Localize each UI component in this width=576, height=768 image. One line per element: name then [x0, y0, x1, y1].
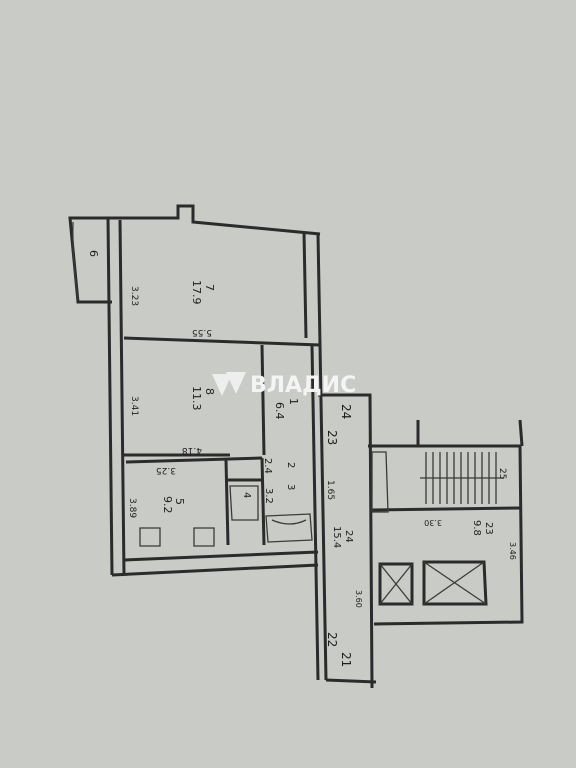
room-25-number: 25	[497, 468, 507, 479]
dim-r23-top: 3.30	[424, 518, 442, 527]
dim-r5-top: 3.25	[156, 465, 176, 475]
dim-r8-length: 4.18	[182, 445, 202, 455]
room-7-number: 7	[203, 284, 216, 291]
room-24-area: 15.4	[331, 526, 342, 548]
watermark-logo	[212, 372, 246, 396]
room-4-number: 4	[241, 492, 252, 498]
dimension-labels: 3.23 5.55 3.41 4.18 3.25 3.89 1.65 3.30 …	[127, 286, 517, 608]
room-2-area: 2.4	[262, 458, 273, 474]
dim-corridor: 1.65	[325, 480, 335, 500]
apartment-walls	[106, 204, 328, 681]
room-labels: 6 7 17.9 8 11.3 1 6.4 2 2.4 3 3.2 4 5 9.…	[87, 250, 507, 548]
mark-21: 21	[339, 652, 353, 667]
dim-r7-width: 3.23	[129, 286, 139, 306]
room-23-area: 9.8	[471, 520, 482, 536]
mark-22: 22	[325, 632, 339, 647]
room-23-number: 23	[483, 522, 494, 535]
room-1-number: 1	[287, 398, 300, 405]
room-3-number: 3	[285, 484, 296, 490]
dim-r24-side: 3.60	[354, 590, 363, 608]
room-3-area: 3.2	[263, 488, 274, 504]
room-2-number: 2	[285, 462, 296, 468]
watermark: ВЛАДИС	[212, 372, 356, 398]
dim-r23-side: 3.46	[508, 542, 517, 560]
stairwell-block	[318, 393, 524, 689]
dim-r8-width: 3.41	[129, 396, 139, 416]
room-8-area: 11.3	[190, 386, 203, 411]
balcony-outline	[68, 216, 112, 304]
room-7-area: 17.9	[190, 280, 203, 305]
watermark-text: ВЛАДИС	[250, 373, 356, 398]
dim-r5-width: 3.89	[127, 498, 137, 518]
room-6-number: 6	[87, 250, 100, 257]
mark-23-top: 23	[325, 430, 339, 445]
stairs	[420, 452, 504, 504]
room-5-number: 5	[173, 498, 186, 505]
room-8-number: 8	[203, 388, 216, 395]
room-5-area: 9.2	[161, 496, 174, 514]
dim-r7-length: 5.55	[192, 327, 212, 337]
corridor-marks: 24 23 22 21	[325, 404, 353, 667]
mark-24-top: 24	[339, 404, 353, 419]
room-24-number: 24	[343, 530, 354, 543]
room-1-area: 6.4	[273, 402, 286, 420]
